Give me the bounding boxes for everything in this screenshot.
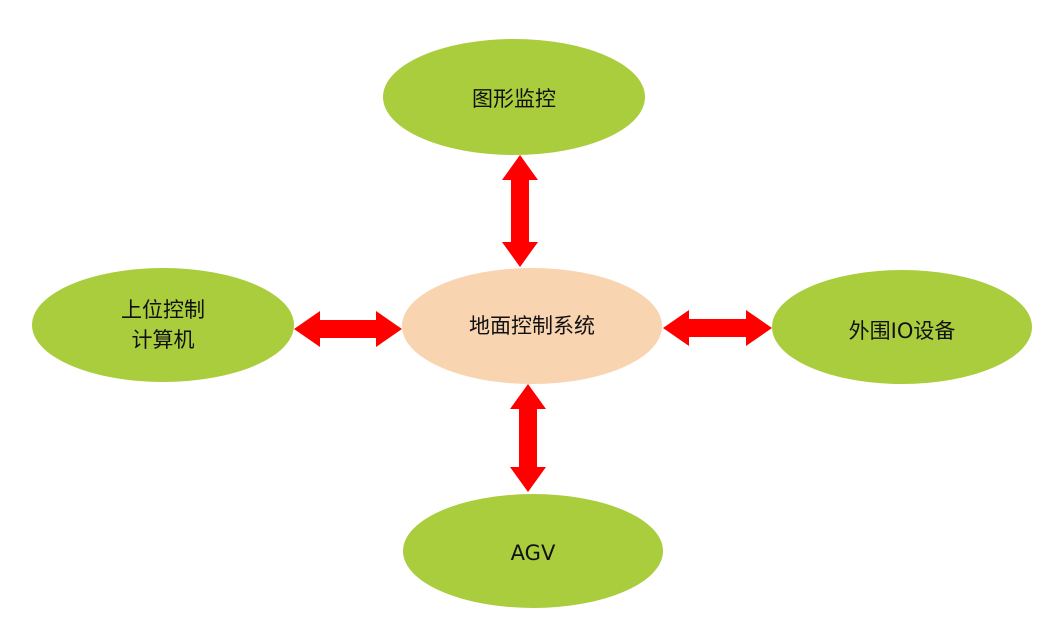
arrow-top (502, 155, 538, 267)
node-left-label: 上位控制 计算机 (121, 298, 205, 352)
node-top-label: 图形监控 (472, 87, 556, 111)
node-bottom-label: AGV (510, 541, 556, 565)
arrow-left (294, 311, 402, 347)
node-right-label: 外围IO设备 (848, 319, 956, 343)
node-center-label: 地面控制系统 (469, 314, 595, 338)
node-left-shape (32, 268, 294, 382)
node-top-shape (383, 39, 645, 155)
node-center-shape (402, 268, 662, 384)
arrow-bottom (510, 384, 546, 492)
node-bottom-shape (403, 494, 663, 608)
node-right-shape (772, 270, 1032, 384)
arrow-right (663, 310, 772, 346)
